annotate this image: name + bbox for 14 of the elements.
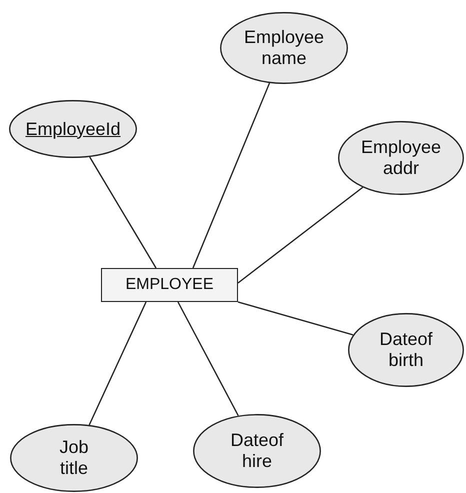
entity-box	[101, 268, 238, 302]
attribute-name: Dateof hire	[229, 430, 285, 472]
connector-line	[238, 301, 354, 336]
connector-line	[89, 156, 157, 268]
attribute-name: Employee name	[242, 27, 326, 69]
connector-line	[238, 186, 364, 284]
attribute-name: Employee addr	[360, 137, 442, 179]
key-attribute-name: EmployeeId	[24, 118, 122, 140]
attribute-name: Dateof birth	[378, 329, 434, 371]
attribute-name: Job title	[58, 437, 90, 479]
connector-line	[88, 302, 147, 426]
entity-name: EMPLOYEE	[125, 276, 214, 294]
connector-line	[192, 82, 270, 268]
connector-line	[177, 302, 239, 416]
